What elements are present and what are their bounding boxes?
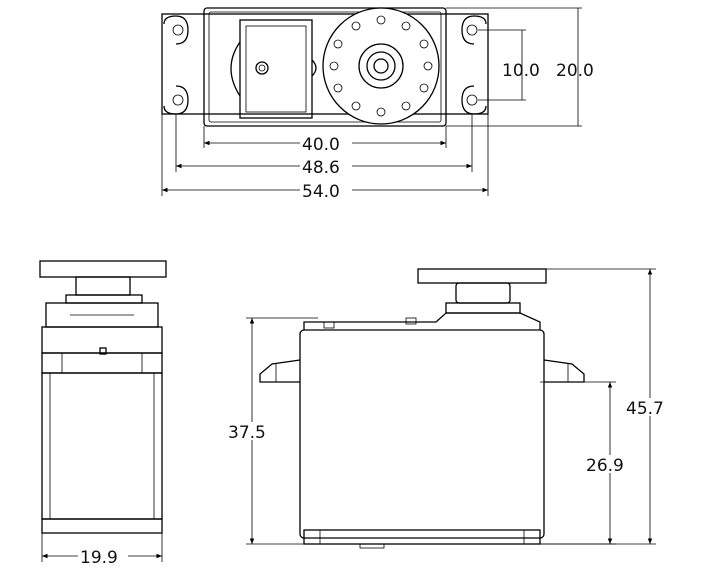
front-flange-left (259, 359, 301, 383)
front-body (299, 329, 545, 539)
nub (311, 59, 317, 77)
gear-bump (230, 41, 241, 97)
mount-slot-bottom-right (461, 85, 487, 115)
mount-slot-bottom-left (163, 85, 189, 115)
dim-body-length: 40.0 (302, 135, 340, 155)
side-body (41, 372, 163, 520)
mount-slot-top-left (163, 15, 189, 45)
screw-hole (255, 61, 269, 75)
dim-body-height: 37.5 (228, 423, 266, 443)
front-top-cap (303, 312, 541, 330)
horn-hub (358, 43, 404, 89)
front-flange-right (543, 359, 585, 383)
front-view: 37.5 26.9 45.7 (226, 268, 674, 549)
front-hub (455, 282, 511, 304)
top-body (203, 7, 447, 127)
side-flange (41, 352, 163, 374)
top-view: 10.0 20.0 40.0 48.6 54.0 (161, 7, 594, 202)
dim-mount-height: 26.9 (586, 456, 624, 476)
dim-hole-spacing: 48.6 (302, 158, 340, 178)
dim-overall-height: 45.7 (626, 399, 664, 419)
mount-slot-top-right (461, 15, 487, 45)
output-horn (322, 7, 440, 125)
side-bottom-cap (41, 518, 163, 534)
side-horn (39, 260, 167, 278)
dim-hole-pitch: 10.0 (502, 61, 540, 81)
top-mount-flange (161, 13, 489, 115)
side-hub (75, 276, 131, 296)
dim-body-width: 20.0 (556, 61, 594, 81)
front-bottom-cap (303, 529, 541, 545)
label-plate (239, 19, 313, 119)
dim-side-width: 19.9 (80, 548, 118, 568)
dim-overall-length: 54.0 (302, 182, 340, 202)
side-view: 19.9 (39, 260, 167, 568)
front-horn (417, 268, 547, 284)
horn-holes (329, 15, 433, 117)
